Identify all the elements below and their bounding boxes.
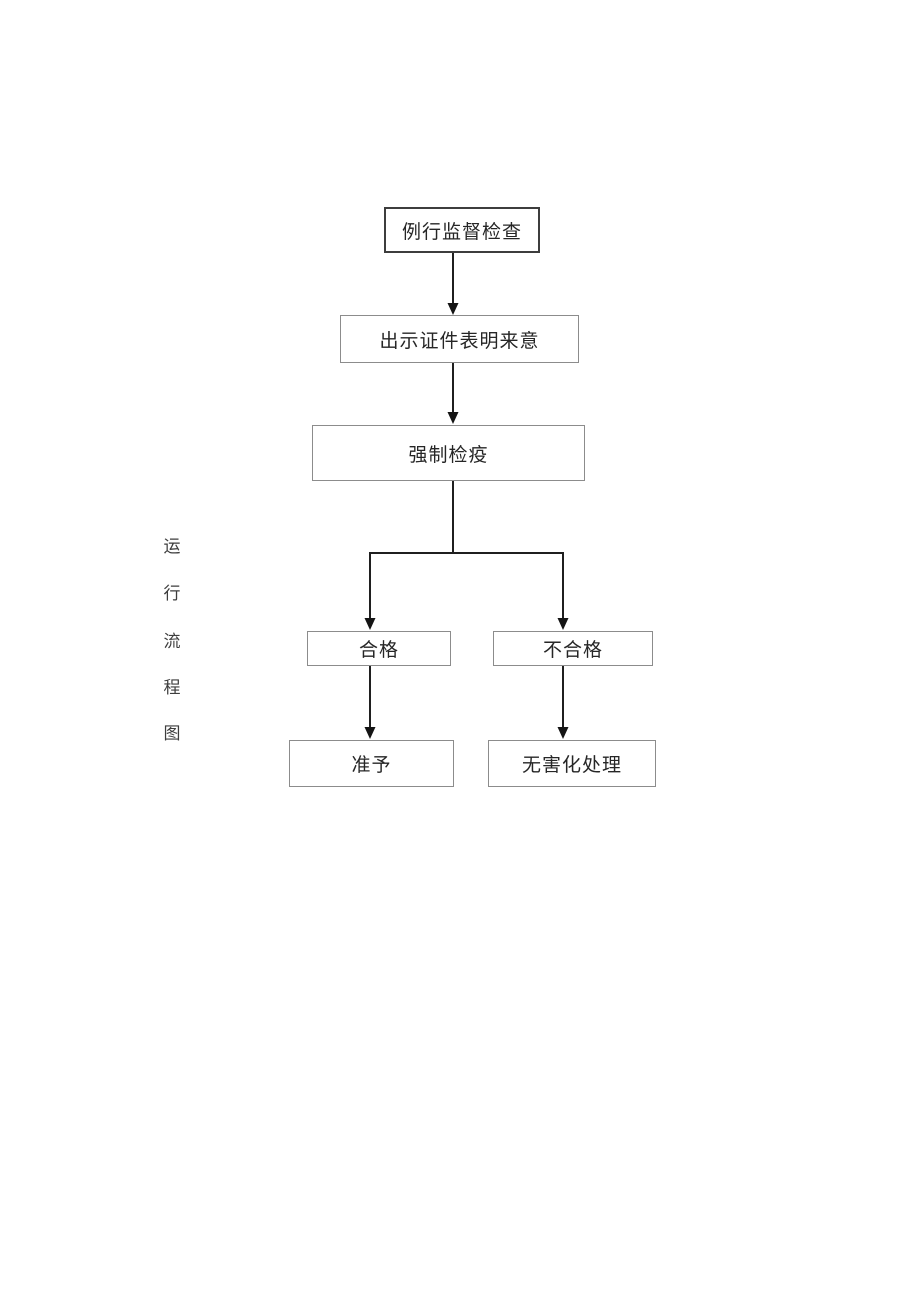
edge-unqualified-to-disposal bbox=[557, 666, 569, 739]
vertical-caption-char: 运 bbox=[163, 537, 181, 557]
arrowhead-icon bbox=[557, 727, 569, 739]
vertical-caption-char: 图 bbox=[163, 724, 181, 744]
edge-branch-to-unqualified bbox=[557, 552, 569, 630]
edge-branch-to-qualified bbox=[364, 552, 376, 630]
edge-quarantine-branch-trunk bbox=[369, 481, 563, 554]
arrowhead-icon bbox=[364, 727, 376, 739]
vertical-caption-char: 流 bbox=[163, 632, 181, 652]
vertical-caption-char: 行 bbox=[163, 584, 181, 604]
flow-node-label: 准予 bbox=[351, 754, 392, 776]
arrowhead-icon bbox=[557, 618, 569, 630]
flow-node-label: 无害化处理 bbox=[521, 754, 622, 776]
flow-node-show-credentials: 出示证件表明来意 bbox=[340, 315, 579, 363]
flow-node-label: 不合格 bbox=[542, 639, 603, 661]
vertical-caption-char: 程 bbox=[163, 678, 181, 698]
flow-node-label: 出示证件表明来意 bbox=[379, 329, 540, 352]
flow-node-label: 例行监督检查 bbox=[401, 220, 522, 243]
arrowhead-icon bbox=[447, 303, 459, 315]
flow-node-routine-inspection: 例行监督检查 bbox=[384, 207, 540, 253]
flow-node-approve: 准予 bbox=[289, 740, 454, 787]
edge-qualified-to-approve bbox=[364, 666, 376, 739]
edge-routine-to-credentials bbox=[447, 253, 459, 315]
flow-node-label: 强制检疫 bbox=[408, 443, 489, 466]
flow-node-label: 合格 bbox=[358, 639, 399, 661]
arrowhead-icon bbox=[364, 618, 376, 630]
flow-node-harmless-disposal: 无害化处理 bbox=[488, 740, 656, 787]
flow-node-compulsory-quarantine: 强制检疫 bbox=[312, 425, 585, 481]
edge-credentials-to-quarantine bbox=[447, 363, 459, 424]
flow-node-qualified: 合格 bbox=[307, 631, 451, 666]
arrowhead-icon bbox=[447, 412, 459, 424]
flow-node-unqualified: 不合格 bbox=[493, 631, 653, 666]
